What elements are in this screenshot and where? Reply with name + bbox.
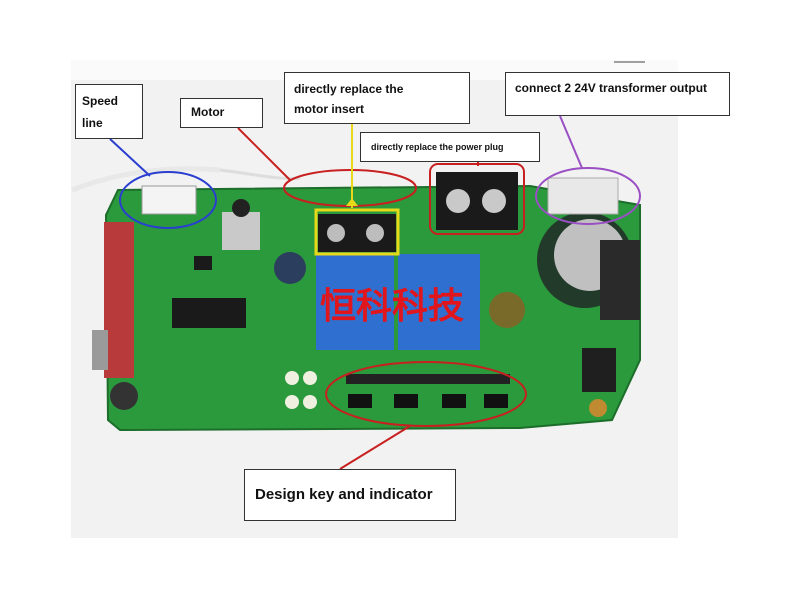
speed-line-label-line-1: Speed	[82, 94, 119, 108]
speed-line-pointer	[109, 138, 151, 177]
led-3	[285, 395, 299, 409]
design-key-circle	[325, 361, 527, 427]
replace-motor-label-line-2: motor insert	[294, 102, 365, 116]
capacitor-small-2	[489, 292, 525, 328]
board-overlay-text: 恒科科技	[320, 286, 464, 327]
transformer-label-text: connect 2 24V transformer output	[515, 81, 708, 95]
design-key-label-text: Design key and indicator	[255, 486, 433, 503]
capacitor-small-1	[274, 252, 306, 284]
motor-label-text: Motor	[191, 105, 225, 119]
key-3	[442, 394, 466, 408]
replace-motor-label-line-1: directly replace the	[294, 82, 404, 96]
key-2	[394, 394, 418, 408]
transformer-circle	[535, 167, 641, 225]
power-plug-label: directly replace the power plug	[360, 132, 540, 162]
led-header	[346, 374, 510, 384]
power-plug-label-text: directly replace the power plug	[371, 142, 504, 152]
ic-chip-main	[172, 298, 246, 328]
speed-line-label: Speed line	[75, 84, 143, 139]
motor-knob	[232, 199, 250, 217]
side-jack	[92, 330, 108, 370]
motor-insert-box	[314, 208, 400, 256]
relay-left	[316, 254, 394, 350]
transformer-pointer	[559, 115, 583, 169]
screw-4	[482, 189, 506, 213]
design-key-pointer	[339, 425, 411, 470]
key-4	[484, 394, 508, 408]
speed-line-circle	[119, 171, 217, 229]
transformer-label: connect 2 24V transformer output	[505, 72, 730, 116]
regulator	[582, 348, 616, 392]
key-1	[348, 394, 372, 408]
motor-label: Motor	[180, 98, 263, 128]
fuse-holder	[589, 399, 607, 417]
replace-motor-label: directly replace the motor insert	[284, 72, 470, 124]
screw-1	[327, 224, 345, 242]
speed-connector	[141, 185, 197, 215]
screw-3	[446, 189, 470, 213]
relay-right	[398, 254, 480, 350]
screw-2	[366, 224, 384, 242]
led-1	[285, 371, 299, 385]
speed-wire	[71, 166, 221, 193]
ic-chip-small	[194, 256, 212, 270]
motor-pointer	[237, 127, 291, 181]
design-key-label: Design key and indicator	[244, 469, 456, 521]
transformer-connector	[547, 177, 619, 215]
heatsink	[600, 240, 640, 320]
led-4	[303, 395, 317, 409]
motor-switch	[222, 212, 260, 250]
led-2	[303, 371, 317, 385]
motor-insert-arrowhead	[346, 198, 358, 206]
red-side-connector	[104, 222, 134, 378]
capacitor-bottom	[110, 382, 138, 410]
speed-line-label-line-2: line	[82, 116, 103, 130]
